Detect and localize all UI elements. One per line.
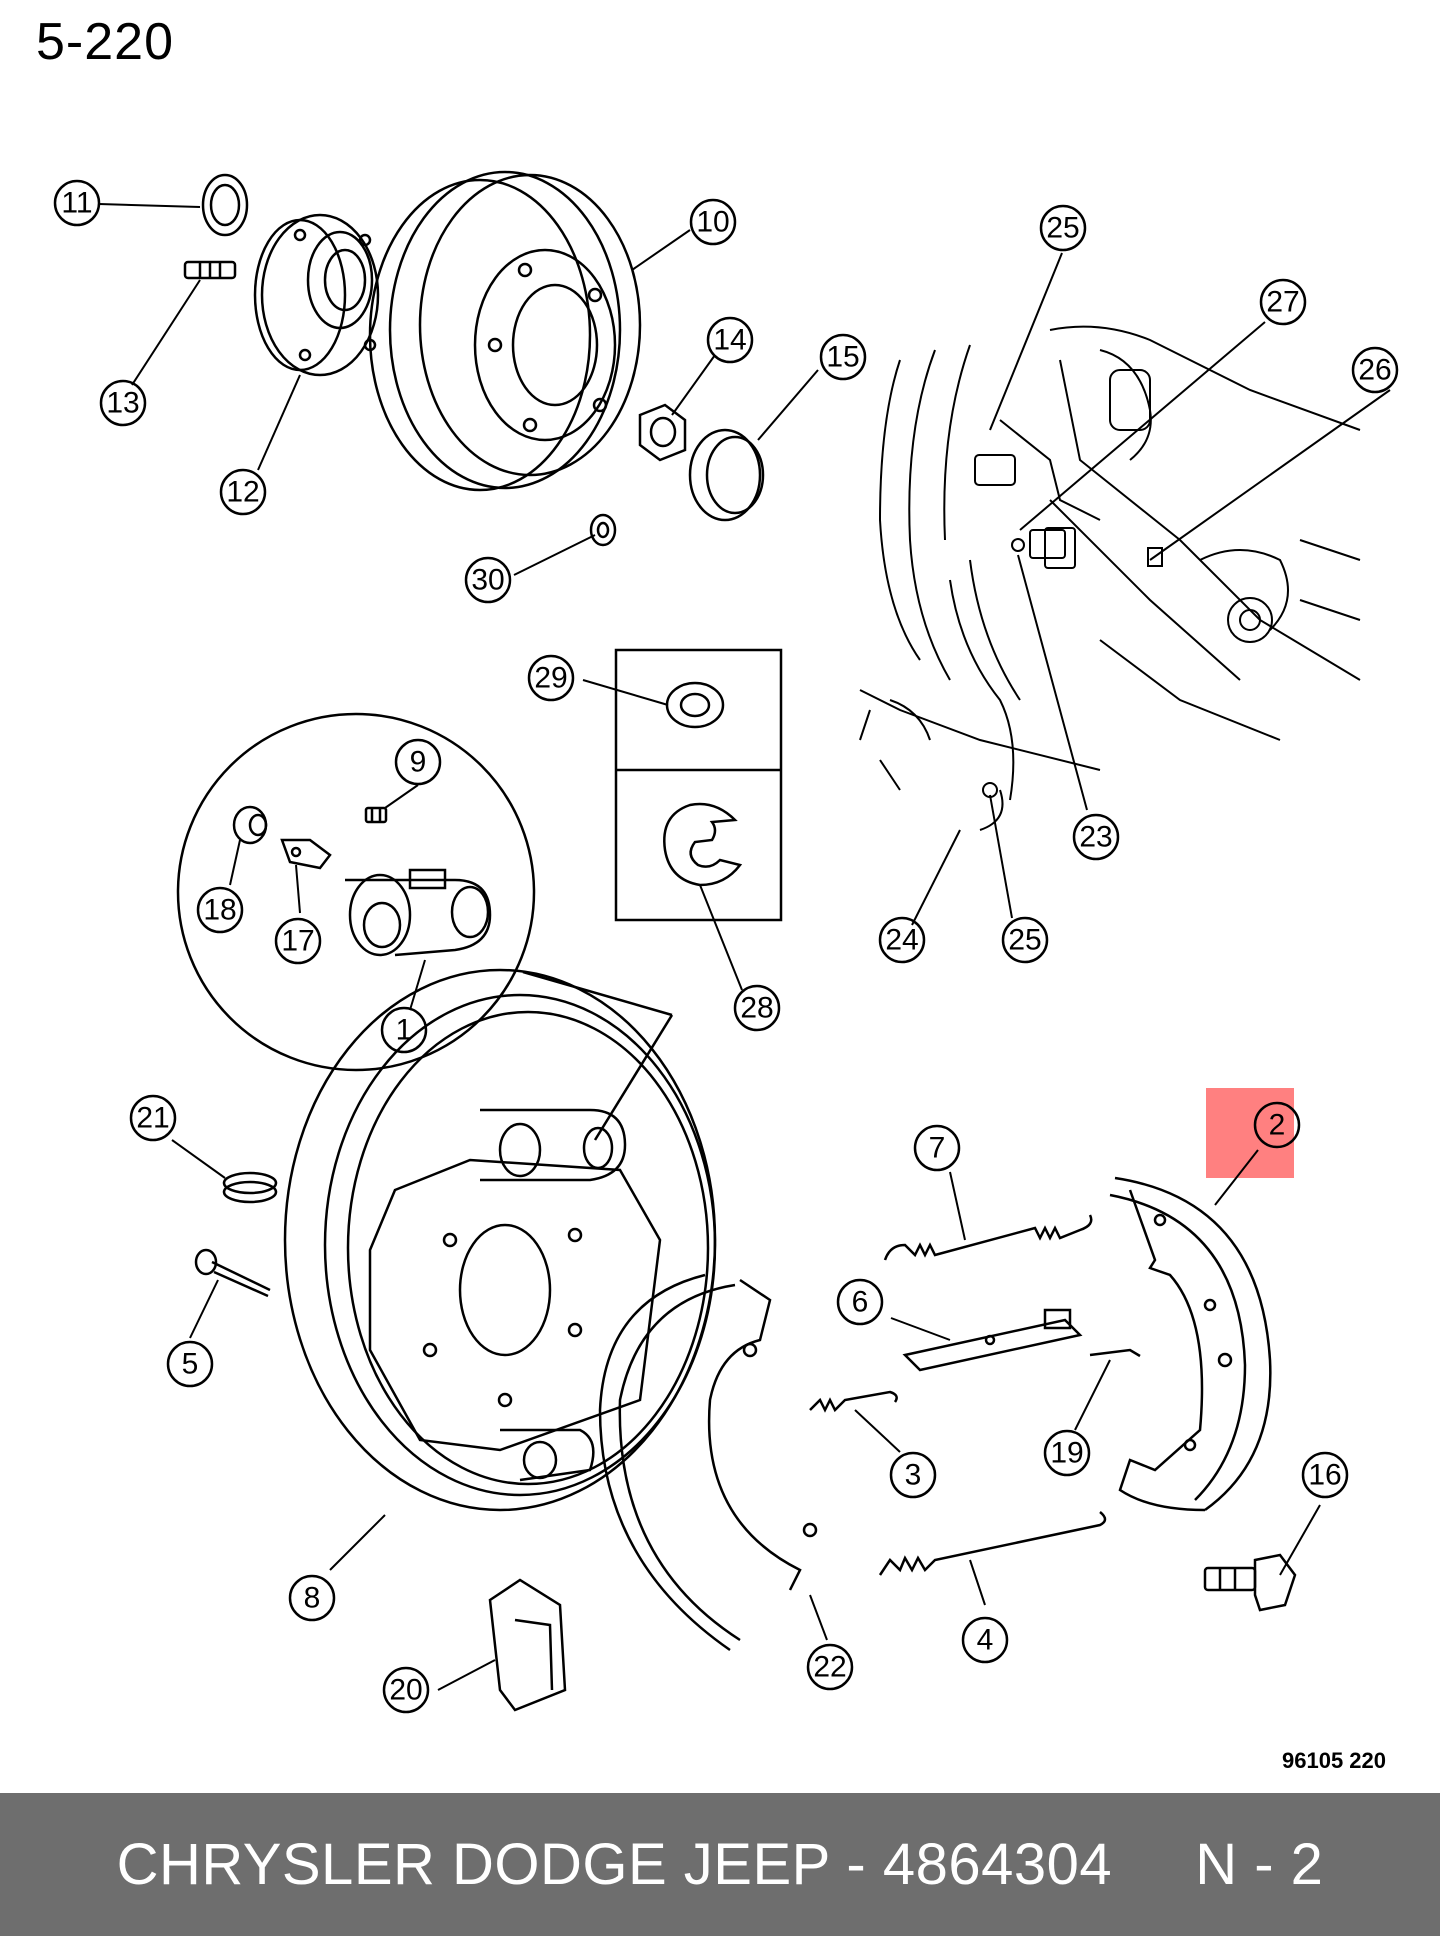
plug-part-21: [222, 1171, 278, 1204]
callout-30: 30: [464, 556, 512, 604]
brake-exploded-diagram: 11 13 12 10 14 15 30 29 28 9 18 17 1 25 …: [53, 170, 1399, 1714]
svg-text:6: 6: [852, 1286, 869, 1319]
callout-29: 29: [527, 654, 575, 702]
svg-text:25: 25: [1008, 924, 1041, 957]
callout-16: 16: [1301, 1451, 1349, 1499]
svg-text:30: 30: [471, 564, 504, 597]
svg-text:5: 5: [182, 1348, 199, 1381]
piston-part-17: [280, 838, 332, 870]
spring-part-3: [809, 1390, 898, 1413]
backing-plate-part-8: [283, 968, 717, 1512]
drum-part-10: [368, 170, 642, 492]
svg-text:17: 17: [281, 925, 314, 958]
nut-part-14: [638, 403, 687, 462]
callout-10: 10: [689, 198, 737, 246]
stud-part-13: [183, 260, 237, 280]
svg-text:15: 15: [826, 341, 859, 374]
callout-7: 7: [913, 1124, 961, 1172]
adjuster-part-6: [902, 1308, 1083, 1372]
callout-12: 12: [219, 468, 267, 516]
svg-text:21: 21: [136, 1102, 169, 1135]
brake-shoe-part-22: [598, 1273, 818, 1652]
callouts: 11 13 12 10 14 15 30 29 28 9 18 17 1 25 …: [53, 179, 1399, 1714]
brake-shoe-part-2: [1109, 1176, 1272, 1512]
figure-id: 96105 220: [1282, 1748, 1386, 1773]
svg-text:24: 24: [885, 924, 918, 957]
svg-text:22: 22: [813, 1651, 846, 1684]
svg-text:23: 23: [1079, 821, 1112, 854]
svg-text:27: 27: [1266, 286, 1299, 319]
svg-text:3: 3: [905, 1459, 922, 1492]
callout-25b: 25: [1001, 916, 1049, 964]
callout-19: 19: [1043, 1429, 1091, 1477]
callout-2: 2: [1253, 1101, 1301, 1149]
e-clip-part-28: [663, 802, 743, 887]
svg-text:2: 2: [1269, 1109, 1286, 1142]
bleeder-part-9: [364, 806, 388, 824]
svg-text:18: 18: [203, 894, 236, 927]
parts-box: [614, 648, 783, 922]
callout-28: 28: [733, 984, 781, 1032]
page-number: 5-220: [36, 13, 174, 71]
svg-text:19: 19: [1050, 1437, 1083, 1470]
pin-part-5: [194, 1248, 271, 1298]
washer-part-30: [589, 513, 617, 547]
svg-text:14: 14: [713, 324, 746, 357]
callout-22: 22: [806, 1643, 854, 1691]
detail-circle: [176, 712, 674, 1141]
svg-text:12: 12: [226, 476, 259, 509]
leader-lines: [98, 203, 1391, 1691]
callout-18: 18: [196, 886, 244, 934]
svg-text:13: 13: [106, 387, 139, 420]
callout-13: 13: [99, 379, 147, 427]
callout-4: 4: [961, 1616, 1009, 1664]
svg-text:20: 20: [389, 1674, 422, 1707]
wheel-cylinder-part-1: [345, 868, 492, 957]
spring-part-7: [883, 1214, 1093, 1261]
shoe-holddown-part-20: [488, 1578, 567, 1712]
callout-11: 11: [53, 179, 101, 227]
svg-text:10: 10: [696, 206, 729, 239]
callout-26: 26: [1351, 346, 1399, 394]
callout-3: 3: [889, 1451, 937, 1499]
callout-20: 20: [382, 1666, 430, 1714]
footer-text: CHRYSLER DODGE JEEP - 4864304 N - 2: [116, 1832, 1324, 1897]
callout-6: 6: [836, 1278, 884, 1326]
spring-part-4: [878, 1511, 1107, 1576]
svg-text:9: 9: [410, 746, 427, 779]
callout-25a: 25: [1039, 204, 1087, 252]
bolt-part-16: [1203, 1553, 1297, 1612]
callout-9: 9: [394, 738, 442, 786]
svg-text:4: 4: [977, 1624, 994, 1657]
seal-part-11: [201, 173, 249, 237]
svg-text:11: 11: [61, 187, 92, 220]
svg-text:26: 26: [1358, 354, 1391, 387]
svg-text:8: 8: [304, 1582, 321, 1615]
callout-15: 15: [819, 333, 867, 381]
callout-5: 5: [166, 1340, 214, 1388]
hub-part-12: [253, 213, 380, 377]
callout-17: 17: [274, 917, 322, 965]
callout-24: 24: [878, 916, 926, 964]
svg-text:29: 29: [534, 662, 567, 695]
vehicle-frame-sketch: [859, 325, 1361, 831]
footer-bar: CHRYSLER DODGE JEEP - 4864304 N - 2: [0, 1793, 1440, 1936]
svg-text:25: 25: [1046, 212, 1079, 245]
svg-text:7: 7: [929, 1132, 946, 1165]
callout-21: 21: [129, 1094, 177, 1142]
callout-1: 1: [380, 1006, 428, 1054]
clip-part-29: [665, 681, 725, 729]
svg-text:1: 1: [396, 1014, 413, 1047]
cap-part-15: [688, 428, 765, 522]
boot-part-18: [232, 805, 268, 845]
callout-27: 27: [1259, 278, 1307, 326]
svg-text:16: 16: [1308, 1459, 1341, 1492]
clip-part-19: [1089, 1348, 1141, 1358]
svg-text:28: 28: [740, 992, 773, 1025]
callout-14: 14: [706, 316, 754, 364]
callout-23: 23: [1072, 813, 1120, 861]
callout-8: 8: [288, 1574, 336, 1622]
